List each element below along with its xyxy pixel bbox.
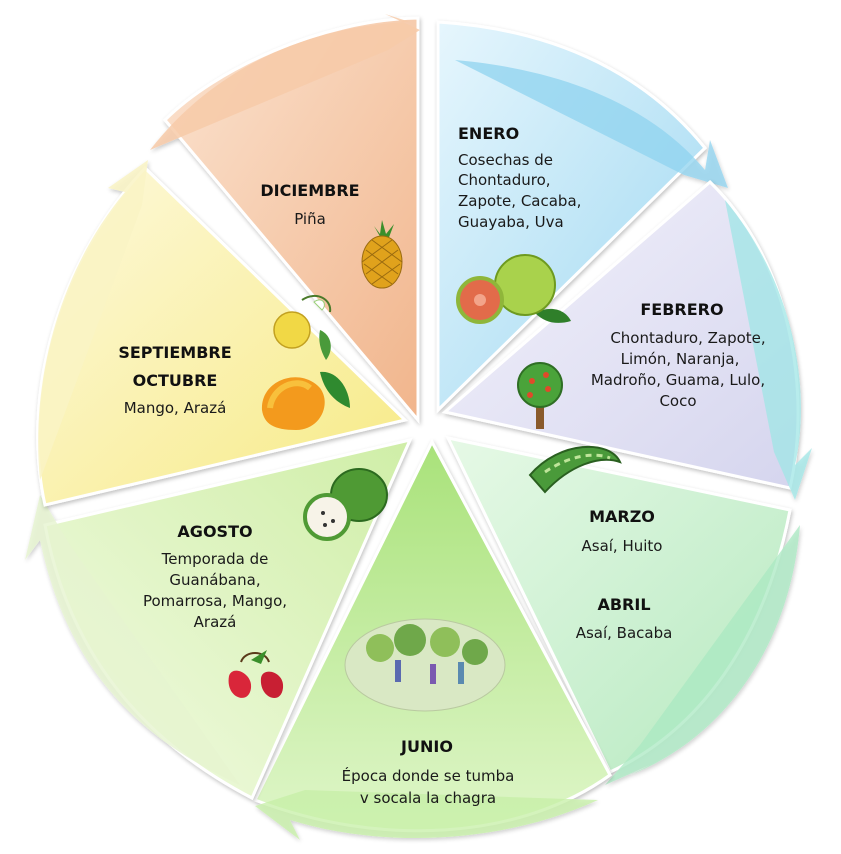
pineapple-icon	[361, 220, 403, 289]
segment-line: Mango, Arazá	[124, 399, 227, 417]
segment-line: Temporada de	[161, 550, 269, 568]
guava-icon	[456, 254, 571, 324]
araza-icon	[273, 294, 332, 360]
segment-line: Limón, Naranja,	[621, 350, 740, 368]
segment-line: Pomarrosa, Mango,	[143, 592, 287, 610]
wedge-febrero	[441, 179, 812, 500]
wedge-marzo-abril	[445, 435, 800, 785]
segment-line: Chontaduro, Zapote,	[610, 329, 765, 347]
segment-line: Cosechas de	[458, 151, 553, 169]
segment-line: Zapote, Cacaba,	[458, 192, 581, 210]
segment-line: Coco	[659, 392, 696, 410]
fruit-tree-icon	[517, 362, 563, 429]
segment-septiembre-octubre: SEPTIEMBRE OCTUBRE Mango, Arazá	[118, 343, 231, 417]
segment-line: Asaí, Bacaba	[576, 624, 673, 642]
segment-line: Guayaba, Uva	[458, 213, 564, 231]
segment-title: DICIEMBRE	[260, 181, 359, 200]
segment-line: Arazá	[194, 613, 237, 631]
segment-title: SEPTIEMBRE	[118, 343, 231, 362]
segment-febrero: FEBRERO Chontaduro, Zapote, Limón, Naran…	[591, 300, 766, 410]
segment-title: MARZO	[589, 507, 655, 526]
segment-title-2: OCTUBRE	[133, 371, 218, 390]
segment-line: Madroño, Guama, Lulo,	[591, 371, 765, 389]
soursop-icon	[303, 468, 388, 541]
segment-title: JUNIO	[400, 737, 453, 756]
segment-line: Chontaduro,	[458, 171, 551, 189]
wedge-diciembre	[150, 14, 420, 425]
segment-enero: ENERO Cosechas de Chontaduro, Zapote, Ca…	[458, 124, 581, 231]
segment-marzo-abril: MARZO Asaí, Huito ABRIL Asaí, Bacaba	[576, 507, 673, 642]
mango-icon	[261, 371, 350, 430]
segment-diciembre: DICIEMBRE Piña	[260, 181, 359, 228]
segment-line: v socala la chagra	[360, 789, 496, 807]
rose-apple-icon	[228, 650, 284, 699]
seed-pod-icon	[528, 445, 622, 494]
segment-title-2: ABRIL	[597, 595, 650, 614]
segment-agosto: AGOSTO Temporada de Guanábana, Pomarrosa…	[143, 522, 287, 631]
wedge-enero	[436, 20, 728, 414]
segment-line: Asaí, Huito	[582, 537, 663, 555]
farm-field-icon	[344, 618, 506, 712]
segment-line: Guanábana,	[169, 571, 260, 589]
segment-junio: JUNIO Época donde se tumba v socala la c…	[342, 737, 515, 807]
segment-title: FEBRERO	[640, 300, 723, 319]
segment-title: AGOSTO	[177, 522, 252, 541]
segment-line: Piña	[294, 210, 326, 228]
segment-title: ENERO	[458, 124, 519, 143]
segment-line: Época donde se tumba	[342, 766, 515, 785]
